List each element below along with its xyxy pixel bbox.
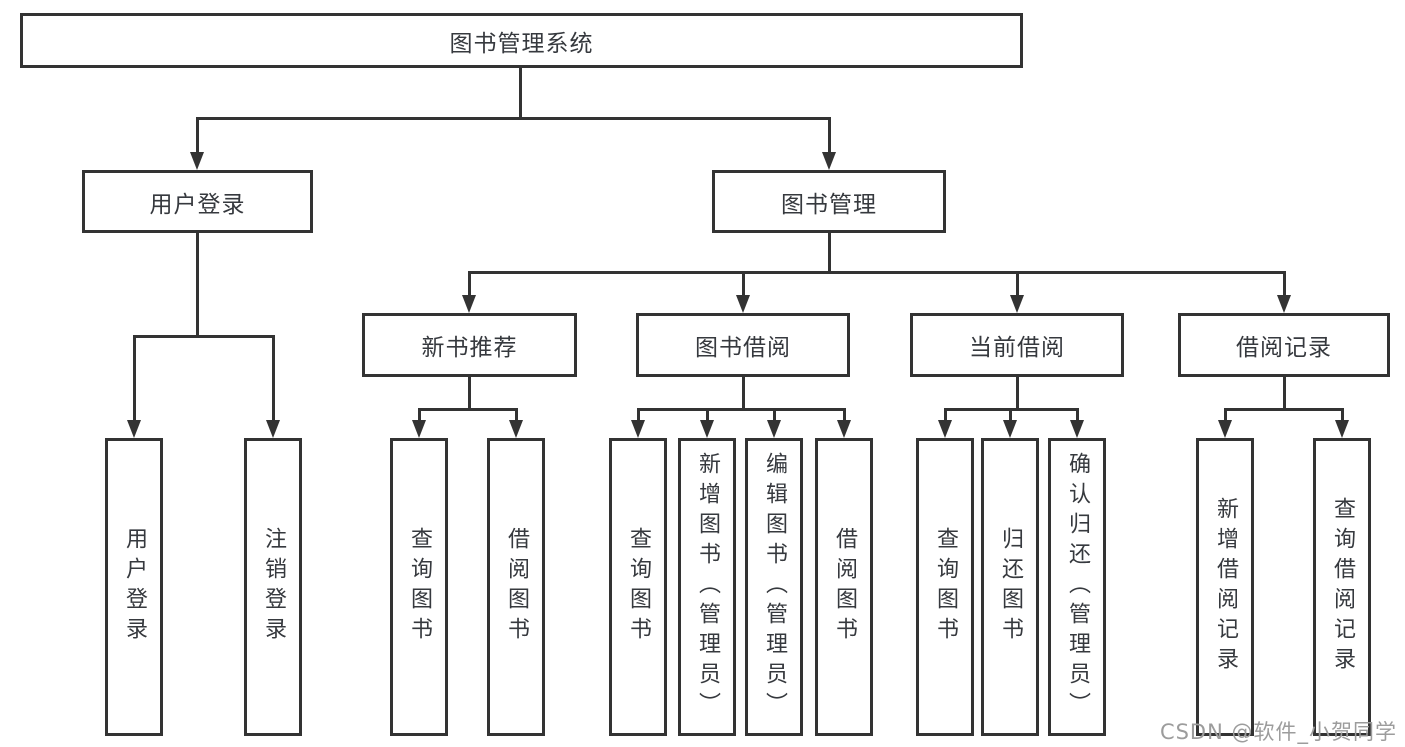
- connector-arrow-line: [272, 335, 275, 422]
- node-book-management: 图书管理: [712, 170, 946, 233]
- node-leaf-cb-return-books: 归还图书: [981, 438, 1039, 736]
- node-label: 查询借阅记录: [1330, 497, 1355, 677]
- node-user-login: 用户登录: [82, 170, 313, 233]
- node-leaf-br-add-record: 新增借阅记录: [1196, 438, 1254, 736]
- arrowhead-down-icon: [822, 152, 836, 170]
- node-leaf-bb-edit-books-admin: 编辑图书（管理员）: [745, 438, 803, 736]
- csdn-watermark: CSDN @软件_小贺同学: [1159, 720, 1397, 744]
- node-leaf-cb-query-books: 查询图书: [916, 438, 974, 736]
- node-label: 用户登录: [149, 191, 246, 218]
- connector-stem-user-login: [196, 233, 199, 335]
- node-leaf-bb-query-books: 查询图书: [609, 438, 667, 736]
- node-current-borrowing: 当前借阅: [910, 313, 1124, 377]
- connector-arrow-line: [196, 117, 199, 154]
- node-leaf-bb-borrow-books: 借阅图书: [815, 438, 873, 736]
- arrowhead-down-icon: [1335, 420, 1349, 438]
- node-label: 新增图书（管理员）: [695, 452, 720, 722]
- node-label: 新书推荐: [421, 335, 518, 361]
- connector-arrow-line: [843, 408, 846, 422]
- node-label: 借阅图书: [832, 527, 857, 647]
- connector-arrow-line: [944, 408, 947, 422]
- arrowhead-down-icon: [1070, 420, 1084, 438]
- connector-arrow-line: [637, 408, 640, 422]
- connector-branch-level3: [468, 271, 1286, 274]
- connector-stem-book-borrowing: [742, 377, 745, 408]
- connector-arrow-line: [515, 408, 518, 422]
- node-label: 查询图书: [626, 527, 651, 647]
- connector-stem-borrowing-records: [1283, 377, 1286, 408]
- node-leaf-logout: 注销登录: [244, 438, 302, 736]
- arrowhead-down-icon: [412, 420, 426, 438]
- connector-arrow-line: [828, 117, 831, 154]
- connector-arrow-line: [1009, 408, 1012, 422]
- node-root: 图书管理系统: [20, 13, 1023, 68]
- arrowhead-down-icon: [938, 420, 952, 438]
- arrowhead-down-icon: [190, 152, 204, 170]
- node-new-book-recommend: 新书推荐: [362, 313, 577, 377]
- node-label: 新增借阅记录: [1213, 497, 1238, 677]
- node-label: 借阅记录: [1236, 335, 1332, 361]
- arrowhead-down-icon: [837, 420, 851, 438]
- connector-stem-current-borrowing: [1016, 377, 1019, 408]
- connector-branch-borrowing-records: [1224, 408, 1344, 411]
- connector-arrow-line: [1224, 408, 1227, 422]
- connector-arrow-line: [742, 271, 745, 297]
- arrowhead-down-icon: [1218, 420, 1232, 438]
- connector-branch-new-book-recommend: [418, 408, 518, 411]
- node-label: 查询图书: [933, 527, 958, 647]
- arrowhead-down-icon: [700, 420, 714, 438]
- connector-stem-book-management: [828, 233, 831, 271]
- node-leaf-cb-confirm-return-admin: 确认归还（管理员）: [1048, 438, 1106, 736]
- connector-arrow-line: [1283, 271, 1286, 297]
- arrowhead-down-icon: [1010, 295, 1024, 313]
- node-label: 图书管理系统: [449, 30, 594, 57]
- arrowhead-down-icon: [266, 420, 280, 438]
- connector-arrow-line: [1016, 271, 1019, 297]
- node-label: 编辑图书（管理员）: [762, 452, 787, 722]
- arrowhead-down-icon: [1003, 420, 1017, 438]
- connector-arrow-line: [706, 408, 709, 422]
- connector-stem-root: [519, 68, 522, 117]
- node-label: 确认归还（管理员）: [1065, 452, 1090, 722]
- arrowhead-down-icon: [631, 420, 645, 438]
- arrowhead-down-icon: [462, 295, 476, 313]
- node-leaf-nb-borrow-books: 借阅图书: [487, 438, 545, 736]
- node-label: 借阅图书: [504, 527, 529, 647]
- node-label: 用户登录: [122, 527, 147, 647]
- node-label: 当前借阅: [969, 335, 1065, 361]
- node-leaf-user-login: 用户登录: [105, 438, 163, 736]
- connector-arrow-line: [468, 271, 471, 297]
- node-label: 查询图书: [407, 527, 432, 647]
- connector-branch-user-login: [133, 335, 275, 338]
- connector-arrow-line: [133, 335, 136, 422]
- node-leaf-bb-add-books-admin: 新增图书（管理员）: [678, 438, 736, 736]
- arrowhead-down-icon: [509, 420, 523, 438]
- node-leaf-nb-query-books: 查询图书: [390, 438, 448, 736]
- node-label: 注销登录: [261, 527, 286, 647]
- arrowhead-down-icon: [736, 295, 750, 313]
- connector-branch-level2: [196, 117, 831, 120]
- connector-arrow-line: [1076, 408, 1079, 422]
- connector-stem-new-book-recommend: [468, 377, 471, 408]
- arrowhead-down-icon: [767, 420, 781, 438]
- connector-arrow-line: [1341, 408, 1344, 422]
- node-book-borrowing: 图书借阅: [636, 313, 850, 377]
- connector-arrow-line: [418, 408, 421, 422]
- arrowhead-down-icon: [127, 420, 141, 438]
- arrowhead-down-icon: [1277, 295, 1291, 313]
- node-borrowing-records: 借阅记录: [1178, 313, 1390, 377]
- node-leaf-br-query-record: 查询借阅记录: [1313, 438, 1371, 736]
- connector-arrow-line: [773, 408, 776, 422]
- node-label: 图书借阅: [695, 335, 791, 361]
- node-label: 图书管理: [781, 191, 877, 218]
- node-label: 归还图书: [998, 527, 1023, 647]
- connector-branch-book-borrowing: [637, 408, 846, 411]
